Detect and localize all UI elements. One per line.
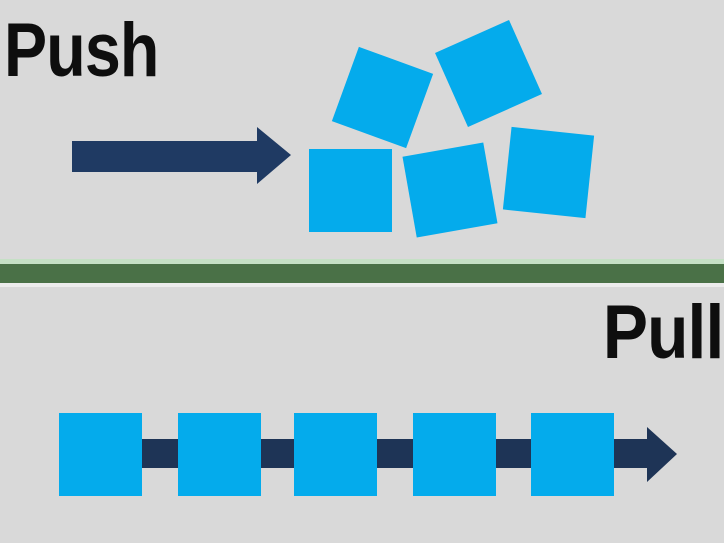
push-arrow-icon <box>72 127 291 184</box>
pull-square <box>412 412 496 496</box>
divider-green-dark-band <box>0 264 724 283</box>
pull-square <box>58 412 142 496</box>
push-square <box>502 126 594 218</box>
pull-square <box>177 412 261 496</box>
push-square <box>308 148 392 232</box>
pull-label: Pull <box>602 290 724 375</box>
pull-square <box>530 412 614 496</box>
pull-square <box>293 412 377 496</box>
push-label: Push <box>4 8 159 93</box>
divider-bottom-strip <box>0 283 724 287</box>
push-square <box>402 142 498 238</box>
divider-green-light-band <box>0 259 724 264</box>
